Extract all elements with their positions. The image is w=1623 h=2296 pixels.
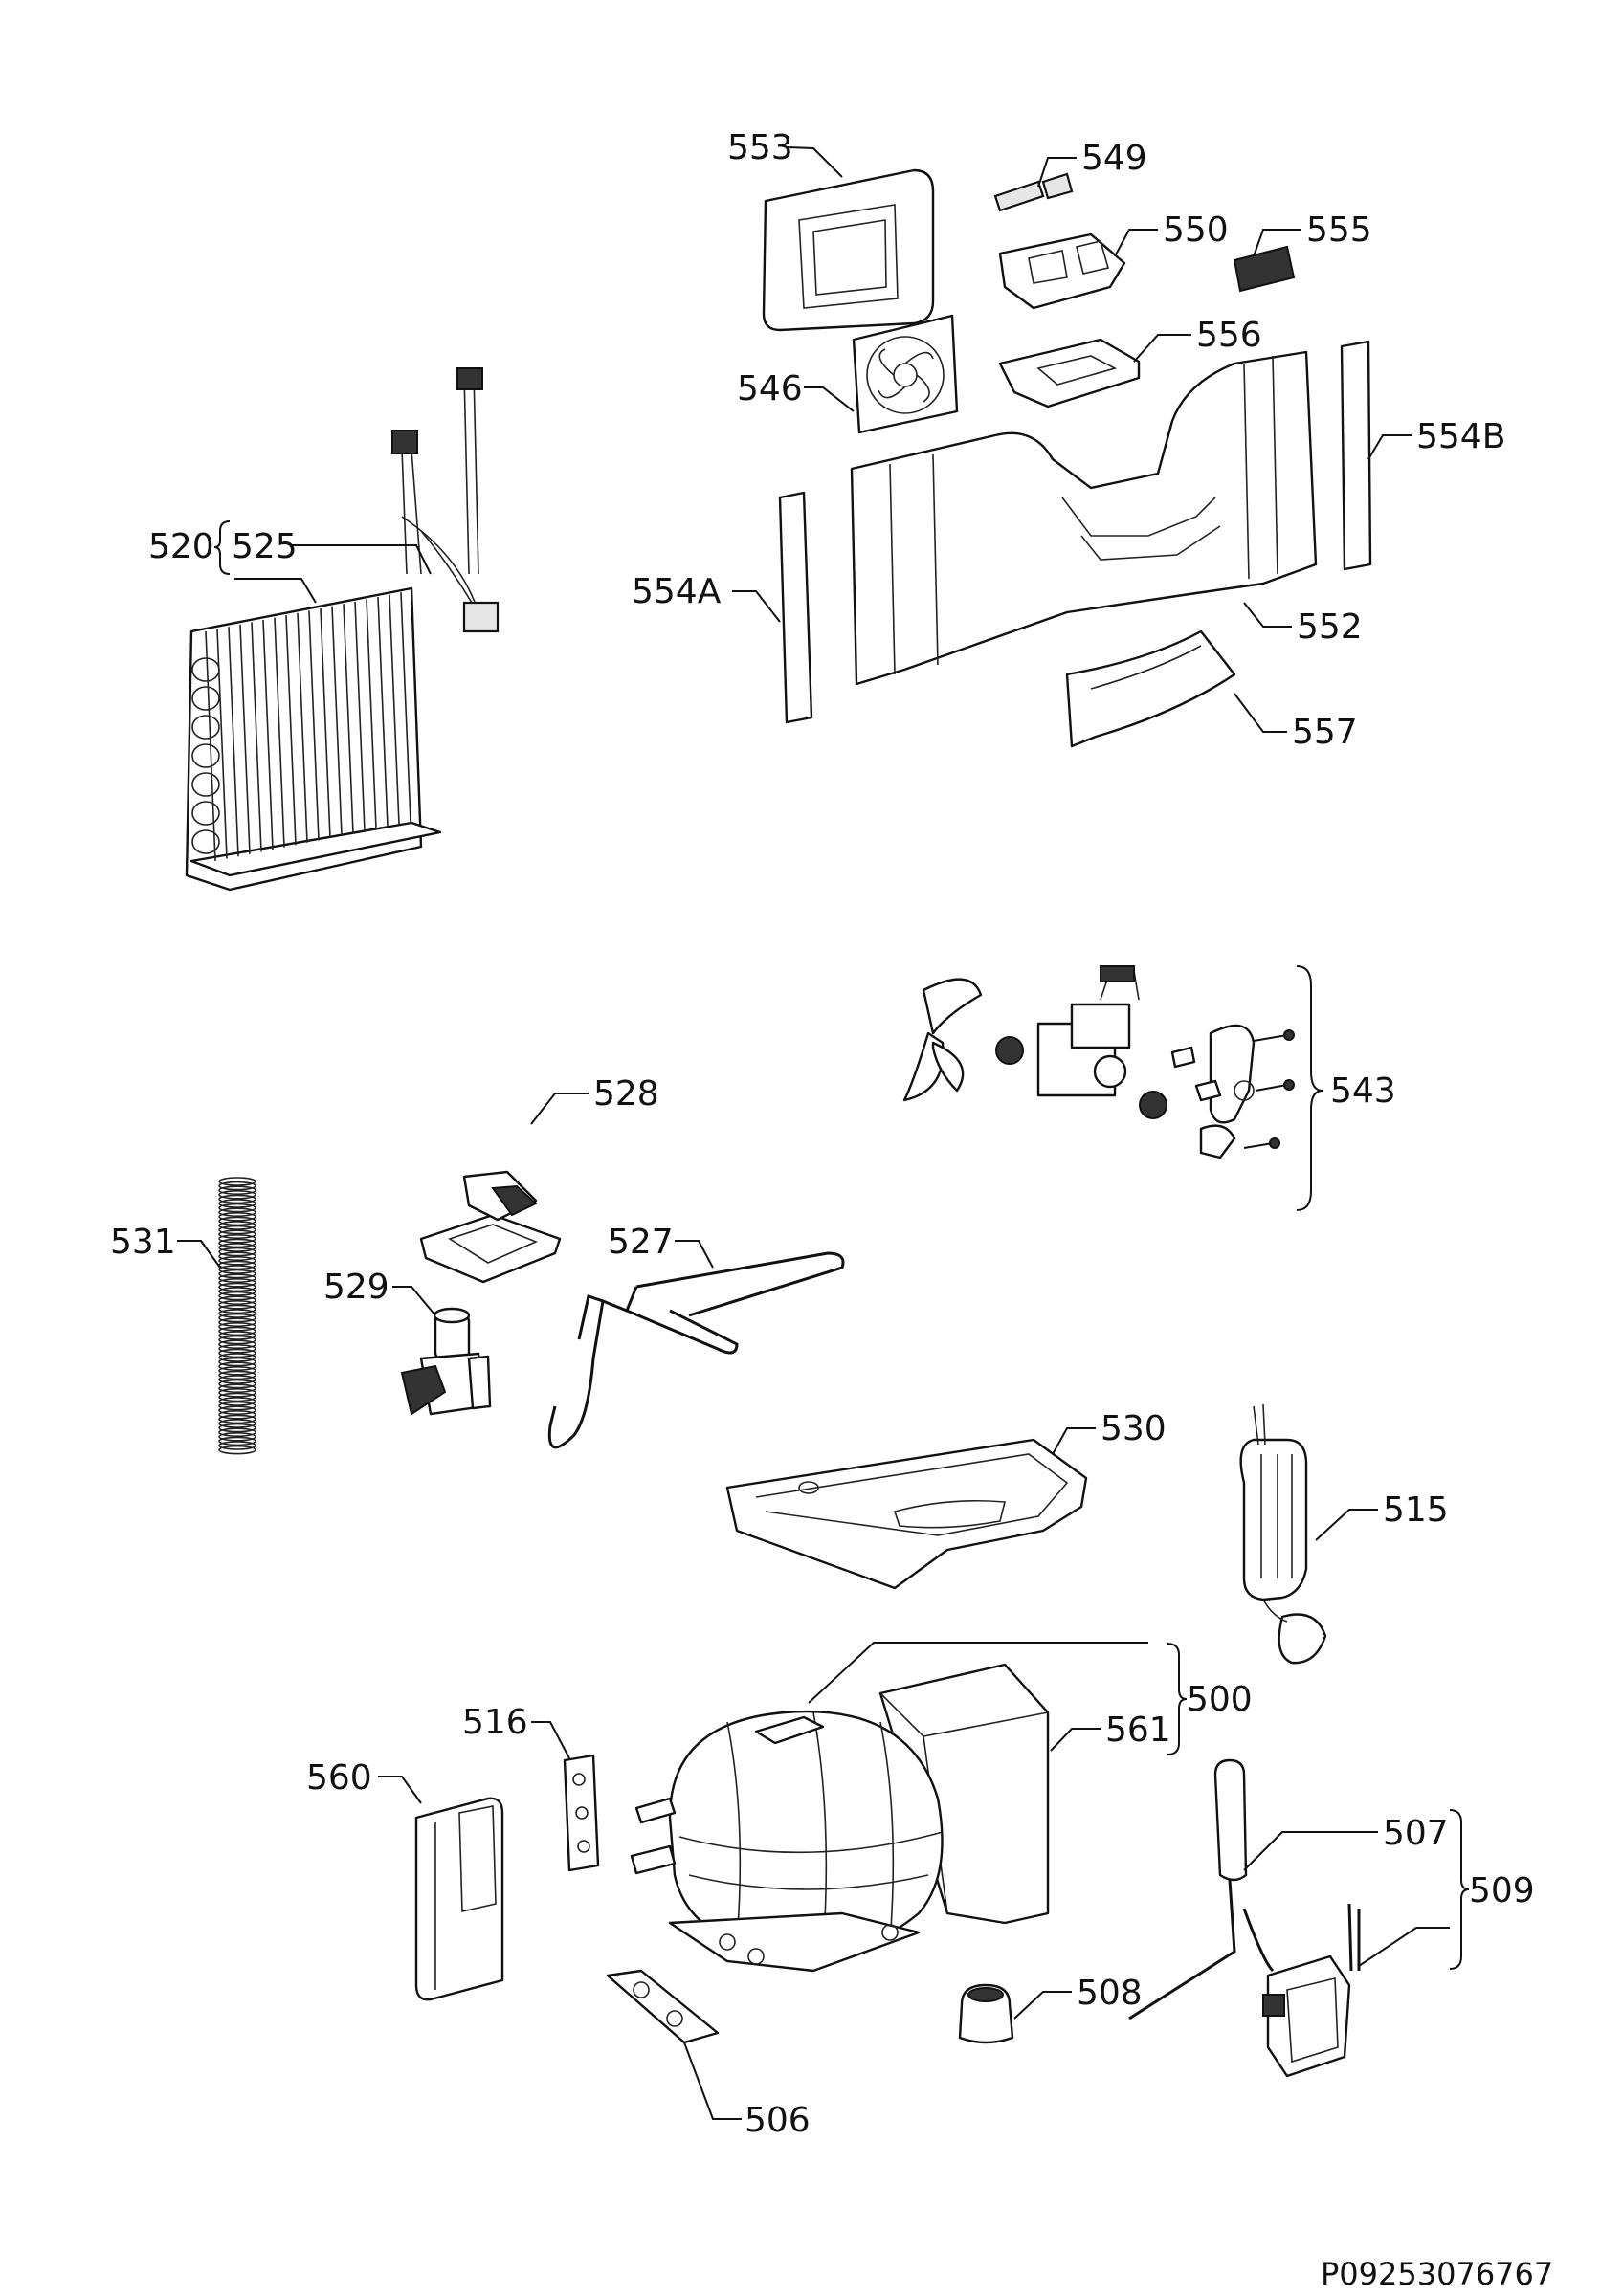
label-516: 516 <box>462 1703 528 1742</box>
part-531-drain-hose <box>218 1177 256 1455</box>
part-556-tray <box>998 338 1141 408</box>
leader-553 <box>787 146 843 178</box>
label-561: 561 <box>1105 1711 1171 1750</box>
label-554a: 554A <box>632 572 722 611</box>
leader-549 <box>1037 157 1077 188</box>
leader-516 <box>531 1721 570 1759</box>
part-560-cover <box>414 1797 504 2001</box>
label-550: 550 <box>1163 210 1229 250</box>
label-543: 543 <box>1330 1071 1396 1111</box>
part-550-holder <box>998 232 1126 310</box>
label-507: 507 <box>1383 1814 1449 1853</box>
part-543-fan-motor <box>902 965 1295 1159</box>
part-554b-strip <box>1340 340 1372 571</box>
part-553-cover <box>762 168 935 332</box>
label-530: 530 <box>1101 1409 1167 1448</box>
part-506-plate <box>606 1969 720 2044</box>
label-549: 549 <box>1081 139 1147 178</box>
leader-550 <box>1114 229 1158 257</box>
document-code: P09253076767 <box>1321 2256 1553 2292</box>
part-555-filter <box>1233 245 1296 293</box>
leader-528 <box>530 1093 589 1125</box>
leader-520 <box>234 578 317 604</box>
part-528-tank-cap <box>419 1170 562 1284</box>
label-525: 525 <box>232 527 298 566</box>
label-554b: 554B <box>1416 417 1505 456</box>
label-500: 500 <box>1187 1680 1253 1719</box>
part-509-valve <box>1262 1903 1361 2078</box>
leader-546 <box>804 386 855 412</box>
label-555: 555 <box>1306 210 1372 250</box>
part-527-drain-pipe <box>547 1251 845 1449</box>
label-529: 529 <box>323 1268 389 1307</box>
brace-520 <box>213 520 231 575</box>
leader-530 <box>1052 1427 1096 1455</box>
label-506: 506 <box>745 2101 811 2140</box>
leader-508 <box>1013 1991 1072 2020</box>
leader-509 <box>1358 1927 1450 1967</box>
label-527: 527 <box>608 1223 674 1262</box>
part-508-grommet <box>958 1983 1014 2044</box>
part-546-fan <box>852 314 959 434</box>
part-554a-strip <box>778 491 813 724</box>
braces <box>213 520 1470 1970</box>
label-556: 556 <box>1196 316 1262 355</box>
callout-labels: 553 549 550 555 546 556 554B 554A 552 55… <box>110 128 1553 2292</box>
part-507-drier <box>1128 1758 1275 2020</box>
part-520-evaporator <box>185 586 442 892</box>
part-529-valve <box>400 1307 492 1416</box>
leader-554b <box>1367 434 1412 460</box>
leader-531 <box>177 1240 221 1269</box>
part-549-plate <box>993 172 1074 212</box>
leader-525 <box>292 544 432 575</box>
brace-500 <box>1167 1643 1188 1755</box>
part-530-drip-tray <box>725 1438 1088 1590</box>
label-531: 531 <box>110 1223 176 1262</box>
label-557: 557 <box>1292 713 1358 752</box>
brace-509 <box>1449 1809 1470 1970</box>
leader-529 <box>392 1286 436 1316</box>
leader-556 <box>1133 334 1191 363</box>
part-552-duct <box>850 350 1318 686</box>
label-560: 560 <box>306 1758 372 1798</box>
part-557-cover <box>1065 629 1236 748</box>
part-525-sensor-wires <box>391 367 500 633</box>
leader-557 <box>1234 693 1287 733</box>
label-515: 515 <box>1383 1490 1449 1530</box>
leader-555 <box>1253 229 1301 257</box>
part-515-heater <box>1239 1403 1327 1665</box>
leader-506 <box>683 2042 742 2120</box>
label-553: 553 <box>727 128 793 167</box>
leader-560 <box>378 1776 422 1804</box>
leader-500 <box>808 1642 1148 1704</box>
label-546: 546 <box>737 369 803 408</box>
part-516-clip <box>563 1754 600 1872</box>
label-508: 508 <box>1077 1974 1143 2013</box>
leader-lines <box>177 146 1450 2120</box>
leader-561 <box>1050 1728 1101 1752</box>
brace-543 <box>1296 965 1323 1211</box>
leader-515 <box>1315 1509 1378 1541</box>
leader-527 <box>675 1240 714 1269</box>
leader-554a <box>732 590 781 623</box>
label-552: 552 <box>1297 607 1363 647</box>
label-528: 528 <box>593 1074 659 1114</box>
leader-552 <box>1243 602 1292 628</box>
leader-507 <box>1243 1831 1378 1871</box>
label-520: 520 <box>148 527 214 566</box>
label-509: 509 <box>1469 1871 1535 1910</box>
part-500-compressor <box>630 1663 1050 1973</box>
evaporator-coils <box>191 592 411 862</box>
